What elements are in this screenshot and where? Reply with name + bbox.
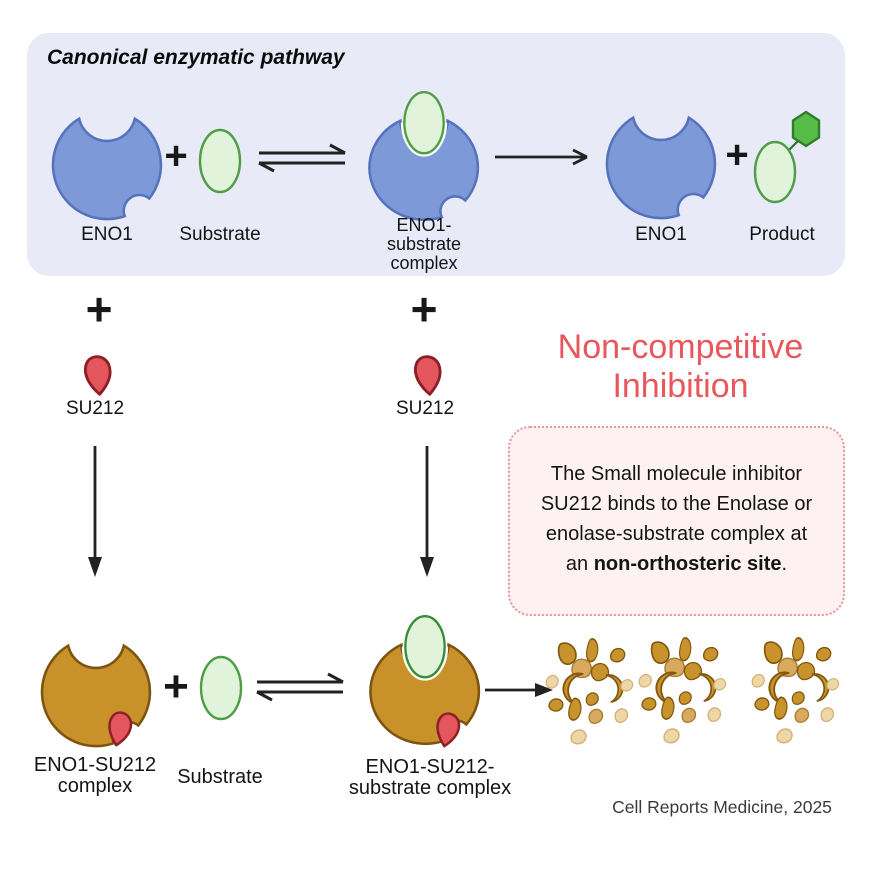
- su212-label: SU212: [395, 398, 455, 419]
- journal-credit: Cell Reports Medicine, 2025: [612, 797, 832, 817]
- degraded-fragments-icon: [747, 629, 847, 751]
- eno1-su212-substrate-complex-icon: [369, 615, 481, 750]
- eno1-label: ENO1: [635, 224, 687, 245]
- plus-icon: +: [725, 133, 749, 177]
- enzyme-substrate-complex-icon: [368, 91, 480, 222]
- product-icon: [753, 110, 821, 204]
- substrate-label: Substrate: [179, 224, 261, 245]
- eno1-enzyme-icon: [605, 116, 717, 220]
- substrate-label: Substrate: [177, 766, 263, 788]
- equilibrium-arrows-icon: [256, 672, 344, 702]
- canonical-pathway-panel: Canonical enzymatic pathway ENO1 + Subst…: [27, 33, 845, 276]
- su212-inhibitor-icon: [412, 353, 445, 398]
- plus-icon: +: [163, 662, 189, 711]
- plus-icon: +: [164, 134, 188, 178]
- degraded-fragments-icon: [541, 630, 641, 752]
- degraded-fragments-icon: [634, 629, 734, 751]
- forward-arrow-icon: [485, 683, 553, 697]
- panel-title: Canonical enzymatic pathway: [47, 46, 345, 69]
- forward-arrow-icon: [495, 148, 588, 166]
- plus-icon: +: [85, 283, 113, 335]
- equilibrium-arrows-icon: [258, 143, 346, 173]
- inhibition-title: Non-competitive Inhibition: [557, 328, 804, 405]
- inhibition-note-box: The Small molecule inhibitor SU212 binds…: [508, 426, 845, 616]
- product-label: Product: [749, 224, 815, 245]
- su212-inhibitor-icon: [82, 353, 115, 398]
- eno1-su212-complex-icon: [40, 644, 152, 749]
- plus-icon: +: [410, 283, 438, 335]
- down-arrow-icon: [420, 446, 434, 577]
- su212-label: SU212: [65, 398, 125, 419]
- complex-label: ENO1- substrate complex: [386, 215, 462, 273]
- eno1-su212-complex-label: ENO1-SU212 complex: [33, 754, 157, 797]
- eno1-label: ENO1: [81, 224, 133, 245]
- down-arrow-icon: [88, 446, 102, 577]
- eno1-su212-substrate-complex-label: ENO1-SU212- substrate complex: [348, 756, 512, 799]
- substrate-icon: [199, 655, 243, 721]
- substrate-icon: [198, 128, 242, 194]
- inhibition-note-text: The Small molecule inhibitor SU212 binds…: [540, 463, 813, 575]
